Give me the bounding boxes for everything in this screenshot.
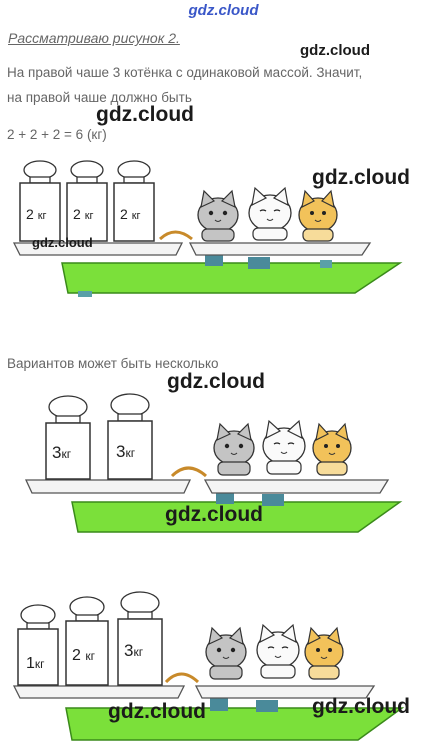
intro-line-2: на правой чаше должно быть: [7, 90, 192, 105]
kitten-icon: [197, 189, 239, 242]
watermark: gdz.cloud: [96, 103, 194, 126]
variants-text: Вариантов может быть несколько: [7, 356, 219, 371]
balance-scale-3: 1кг 2 кг 3кг: [12, 591, 405, 741]
balance-scale-2: 3кг 3кг: [24, 393, 403, 533]
weight-icon: [19, 160, 61, 242]
weight-label: 1кг: [26, 655, 45, 672]
weight-icon: [113, 160, 155, 242]
site-title[interactable]: gdz.cloud: [188, 2, 259, 19]
kitten-icon: [298, 189, 338, 242]
weight-icon: [66, 160, 108, 242]
balance-scale-1: 2 кг 2 кг 2 кг: [12, 160, 403, 297]
kitten-icon: [304, 626, 344, 680]
weights-group: 1кг 2 кг 3кг: [17, 591, 163, 686]
weight-label: 3кг: [124, 641, 144, 660]
weight-icon: [117, 591, 163, 686]
watermark: gdz.cloud: [167, 370, 265, 393]
weights-group: 3кг 3кг: [45, 393, 153, 480]
weight-label: 2 кг: [72, 647, 96, 664]
weight-label: 2 кг: [120, 206, 141, 222]
kitten-icon: [213, 422, 255, 476]
intro-equation: 2 + 2 + 2 = 6 (кг): [7, 127, 107, 142]
kitten-icon: [262, 419, 306, 475]
kitten-icon: [248, 186, 292, 241]
watermark: gdz.cloud: [300, 42, 370, 59]
kitten-icon: [205, 626, 247, 680]
balance-scale-icon: [12, 230, 403, 297]
weight-label: 2 кг: [73, 206, 94, 222]
weight-icon: [17, 604, 59, 686]
weight-label: 3кг: [52, 443, 72, 462]
intro-line-1: На правой чаше 3 котёнка с одинаковой ма…: [7, 65, 363, 80]
weights-group: 2 кг 2 кг 2 кг: [19, 160, 155, 242]
kittens-group: [197, 186, 338, 242]
section-heading: Рассматриваю рисунок 2.: [8, 30, 180, 46]
kitten-icon: [256, 623, 300, 679]
watermark: gdz.cloud: [108, 700, 206, 723]
weight-label: 3кг: [116, 442, 136, 461]
weight-icon: [107, 393, 153, 480]
balance-scale-icon: [24, 466, 403, 533]
kittens-group: [205, 623, 344, 680]
weight-icon: [45, 395, 91, 480]
watermark: gdz.cloud: [312, 695, 410, 718]
watermark: gdz.cloud: [312, 166, 410, 189]
weight-label: 2 кг: [26, 206, 47, 222]
kittens-group: [213, 419, 352, 476]
watermark: gdz.cloud: [165, 503, 263, 526]
weight-icon: [65, 596, 109, 686]
watermark: gdz.cloud: [32, 235, 93, 250]
balance-scale-icon: [12, 672, 405, 741]
kitten-icon: [312, 422, 352, 476]
